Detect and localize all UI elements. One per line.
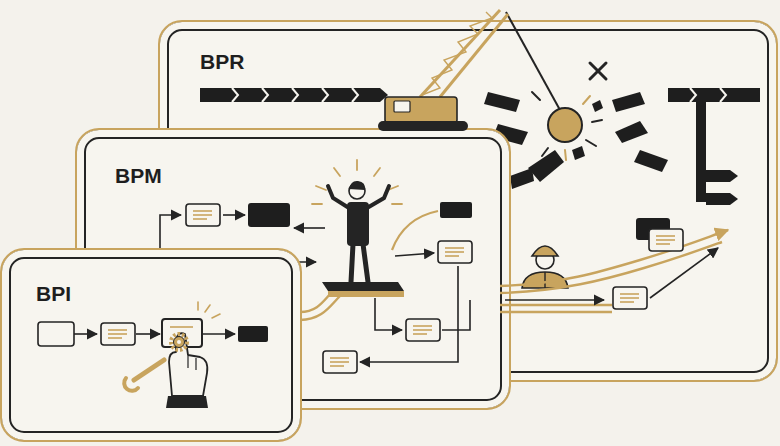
panel-heading: BPM [115,164,162,187]
bpi-panel: BPI [0,248,302,442]
panel-heading: BPI [36,282,71,305]
panel-heading: BPR [200,50,244,73]
